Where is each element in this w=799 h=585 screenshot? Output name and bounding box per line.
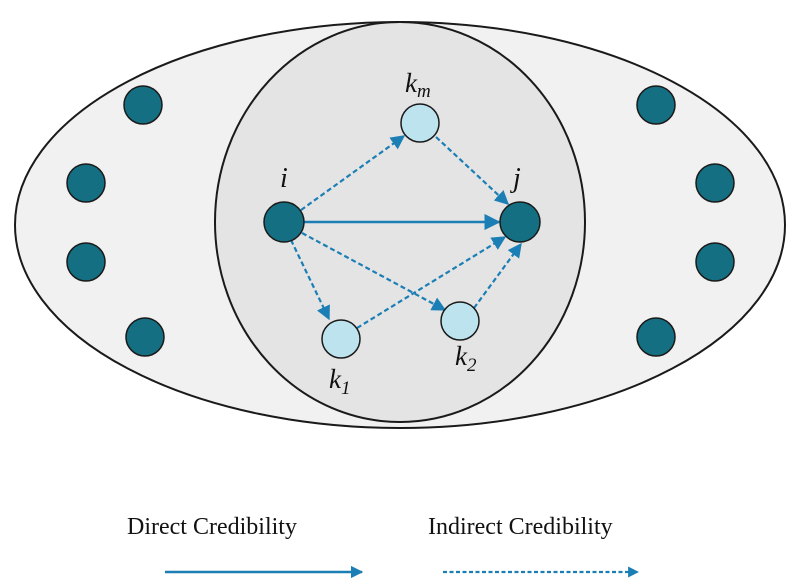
right-node-4 — [636, 317, 676, 357]
node-k1 — [321, 319, 361, 359]
left-node-2 — [66, 163, 106, 203]
label-k2-sub: 2 — [467, 355, 477, 376]
indirect-arrow-i-k2 — [301, 232, 447, 311]
right-node-1 — [636, 85, 676, 125]
label-j: j — [510, 163, 521, 194]
indirect-arrow-k1-j — [356, 236, 507, 329]
right-node-3 — [695, 242, 735, 282]
indirect-arrow-km-j — [435, 136, 510, 205]
left-node-3 — [66, 242, 106, 282]
node-k2 — [440, 301, 480, 341]
legend-indirect-label: Indirect Credibility — [428, 514, 613, 540]
label-k2: k2 — [455, 341, 477, 376]
label-i: i — [280, 163, 288, 194]
right-node-2 — [695, 163, 735, 203]
indirect-arrow-i-km — [300, 135, 406, 211]
node-j — [499, 201, 541, 243]
indirect-arrow-i-k1 — [290, 239, 330, 321]
node-i — [263, 201, 305, 243]
label-km-sub: m — [417, 81, 431, 102]
node-km — [400, 103, 440, 143]
label-k1-sub: 1 — [341, 378, 351, 399]
left-node-1 — [123, 85, 163, 125]
label-k1: k1 — [329, 364, 350, 399]
left-node-4 — [125, 317, 165, 357]
label-km: km — [405, 68, 431, 102]
legend-direct-label: Direct Credibility — [127, 514, 297, 540]
inner-set-outline — [214, 21, 586, 423]
indirect-arrow-k2-j — [473, 242, 522, 309]
